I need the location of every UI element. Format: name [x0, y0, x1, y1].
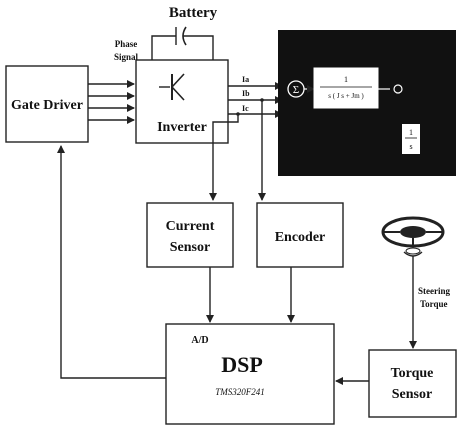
ad-label: A/D: [191, 335, 208, 346]
current-sensor-block: [146, 202, 234, 268]
dsp-chip-label: TMS320F241: [215, 387, 265, 397]
transfer-function-block: [313, 67, 379, 109]
encoder-label: Encoder: [275, 230, 326, 245]
phase-signal-label-2: Signal: [114, 52, 139, 62]
integrator-block: [402, 124, 420, 154]
phase-signal-label-1: Phase: [115, 39, 138, 49]
dsp-to-gate-driver-arrow: [57, 145, 166, 379]
torque-sensor-label-2: Sensor: [392, 387, 432, 402]
sensor-tap-wires: [209, 98, 266, 201]
steering-wheel-icon: [381, 216, 445, 257]
torque-sensor-block: [368, 349, 457, 418]
ib-label: Ib: [242, 89, 250, 98]
encoder-block: [256, 202, 344, 268]
gate-signal-arrows: [88, 80, 135, 124]
inverter-label: Inverter: [157, 120, 207, 135]
tf-numerator: 1: [344, 75, 348, 84]
ic-label: Ic: [242, 104, 249, 113]
gate-driver-label: Gate Driver: [11, 98, 83, 113]
dsp-block: [165, 323, 335, 425]
steering-torque-label-2: Torque: [420, 299, 448, 309]
current-sensor-label-2: Sensor: [170, 240, 210, 255]
torque-sensor-label-1: Torque: [391, 366, 434, 381]
ia-label: Ia: [242, 75, 249, 84]
battery-capacitor-symbol: [151, 26, 214, 60]
steering-torque-label-1: Steering: [418, 286, 450, 296]
igbt-icon: [159, 73, 185, 101]
output-node: [393, 84, 403, 94]
battery-label: Battery: [169, 5, 218, 21]
phase-current-lines: [228, 82, 283, 118]
gate-driver-block: [5, 65, 89, 143]
integrator-numerator: 1: [409, 128, 413, 137]
current-sensor-label-1: Current: [166, 219, 215, 234]
integrator-denominator: s: [409, 142, 412, 151]
sigma-label: Σ: [293, 84, 299, 96]
tf-denominator: s ( J s + Jm ): [328, 92, 364, 100]
dsp-label: DSP: [221, 352, 263, 377]
